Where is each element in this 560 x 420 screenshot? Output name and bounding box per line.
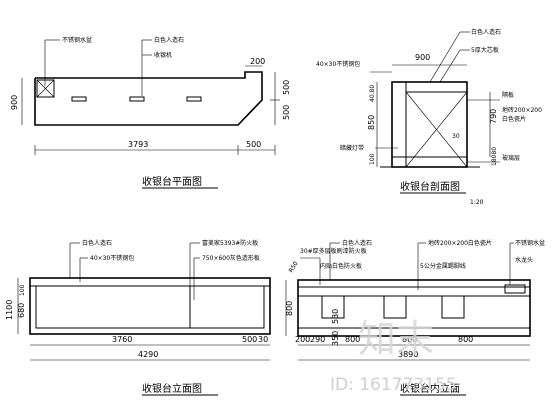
plan-view: 不锈钢水盆 白色人造石 收银机 200 900 500 500 3793 500… <box>10 36 291 189</box>
elevation-dim-30: 30 <box>258 335 268 344</box>
plan-drawer <box>71 96 87 102</box>
section-label-tile2: 白色瓷片 <box>502 115 526 123</box>
section-label-tile: 地砖200×200 <box>502 106 542 114</box>
plan-dim-500c: 500 <box>246 140 261 149</box>
section-dim-30: 30 <box>452 133 460 140</box>
plan-dim-500b: 500 <box>282 105 291 120</box>
inner-dim-200a: 200 <box>295 335 310 344</box>
elevation-dim-500: 500 <box>242 335 257 344</box>
inner-label-mdf: 30#厚多层板刷漆防火板 <box>300 247 367 255</box>
plan-sink <box>36 79 55 98</box>
section-dim-4080: 40.80 <box>369 85 376 102</box>
section-label-shelf: 隔板 <box>502 91 514 99</box>
inner-dim-800: 800 <box>285 301 294 316</box>
section-dim-900: 900 <box>415 53 430 62</box>
watermark-id: ID: 161773155 <box>330 375 457 395</box>
elevation-label-tube: 40×30不锈钢包 <box>90 254 134 262</box>
inner-dim-800d: 800 <box>458 335 473 344</box>
section-title: 收银台剖面图 <box>400 180 460 193</box>
section-label-tube: 40×30不锈钢包 <box>316 60 360 68</box>
inner-sink <box>504 284 526 294</box>
inner-label-inner: 内贴白色防火板 <box>320 262 362 270</box>
inner-dim-r50: R50 <box>288 260 300 274</box>
watermark-logo: 知末 <box>358 317 434 361</box>
inner-label-sink: 不锈钢水盆 <box>515 239 545 247</box>
elevation-dim-4290: 4290 <box>138 350 158 359</box>
inner-dim-350: 350 <box>331 331 340 346</box>
section-base <box>391 156 468 168</box>
elevation-dim-100: 100 <box>19 284 26 296</box>
inner-dim-800b: 800 <box>345 335 360 344</box>
inner-label-tile: 地砖200×200白色瓷片 <box>428 239 492 247</box>
inner-drawer <box>383 295 407 319</box>
inner-dim-800c: 800 <box>402 335 417 344</box>
section-label-light: 暗藏灯带 <box>340 144 364 152</box>
plan-dim-500a: 500 <box>282 80 291 95</box>
elevation-dim-3760: 3760 <box>112 335 132 344</box>
plan-title: 收银台平面图 <box>142 175 202 188</box>
plan-label-sink: 不锈钢水盆 <box>62 36 92 44</box>
elevation-label-panel: 富美家5393#防火板 <box>202 239 258 247</box>
elevation-top <box>29 277 271 287</box>
section-cabinet <box>391 81 468 168</box>
section-dim-18080: 18080 <box>491 147 498 166</box>
elevation-view: 白色人造石 40×30不锈钢包 富美家5393#防火板 750×600灰色造形板… <box>5 239 271 396</box>
inner-dim-530: 530 <box>331 309 340 324</box>
section-dim-850: 850 <box>367 115 376 130</box>
inner-label-top: 白色人造石 <box>342 239 372 247</box>
inner-dim-3890: 3890 <box>398 350 418 359</box>
elevation-title: 收银台立面图 <box>142 382 202 395</box>
inner-label-tap: 水龙头 <box>515 256 533 264</box>
inner-drawer <box>321 295 345 319</box>
elevation-label-top: 白色人造石 <box>82 239 112 247</box>
elevation-panel <box>35 285 265 329</box>
plan-dim-900: 900 <box>10 95 19 110</box>
plan-counter-outline <box>34 71 263 126</box>
plan-label-drawer: 收银机 <box>154 51 172 59</box>
inner-dim-290: 290 <box>310 335 325 344</box>
plan-label-top: 白色人造石 <box>154 36 184 44</box>
plan-drawer <box>129 96 145 102</box>
inner-title: 收银台内立面 <box>400 382 460 395</box>
section-scale: 1:20 <box>470 199 484 206</box>
plan-dim-200: 200 <box>250 57 265 66</box>
section-label-base: 玻璃层 <box>502 154 520 162</box>
plan-dim-3793: 3793 <box>128 140 148 149</box>
plan-drawer <box>186 96 202 102</box>
section-front-panel <box>391 81 407 168</box>
elevation-label-grid: 750×600灰色造形板 <box>202 254 260 262</box>
section-dim-100: 100 <box>369 153 376 165</box>
elevation-dim-1100: 1100 <box>5 300 14 320</box>
inner-top <box>297 279 531 288</box>
section-dim-790: 790 <box>489 109 498 124</box>
section-view: 白色人造石 5厚大芯板 40×30不锈钢包 暗藏灯带 隔板 地砖200×200 … <box>316 28 542 206</box>
section-label-top: 白色人造石 <box>471 28 501 36</box>
inner-label-plinth: 5公分金属踢脚线 <box>420 262 466 270</box>
inner-drawer <box>441 295 465 319</box>
section-label-thick: 5厚大芯板 <box>471 46 499 54</box>
inner-elevation-view: 白色人造石 30#厚多层板刷漆防火板 地砖200×200白色瓷片 不锈钢水盆 内… <box>285 239 545 396</box>
elevation-dim-680: 680 <box>17 303 26 318</box>
